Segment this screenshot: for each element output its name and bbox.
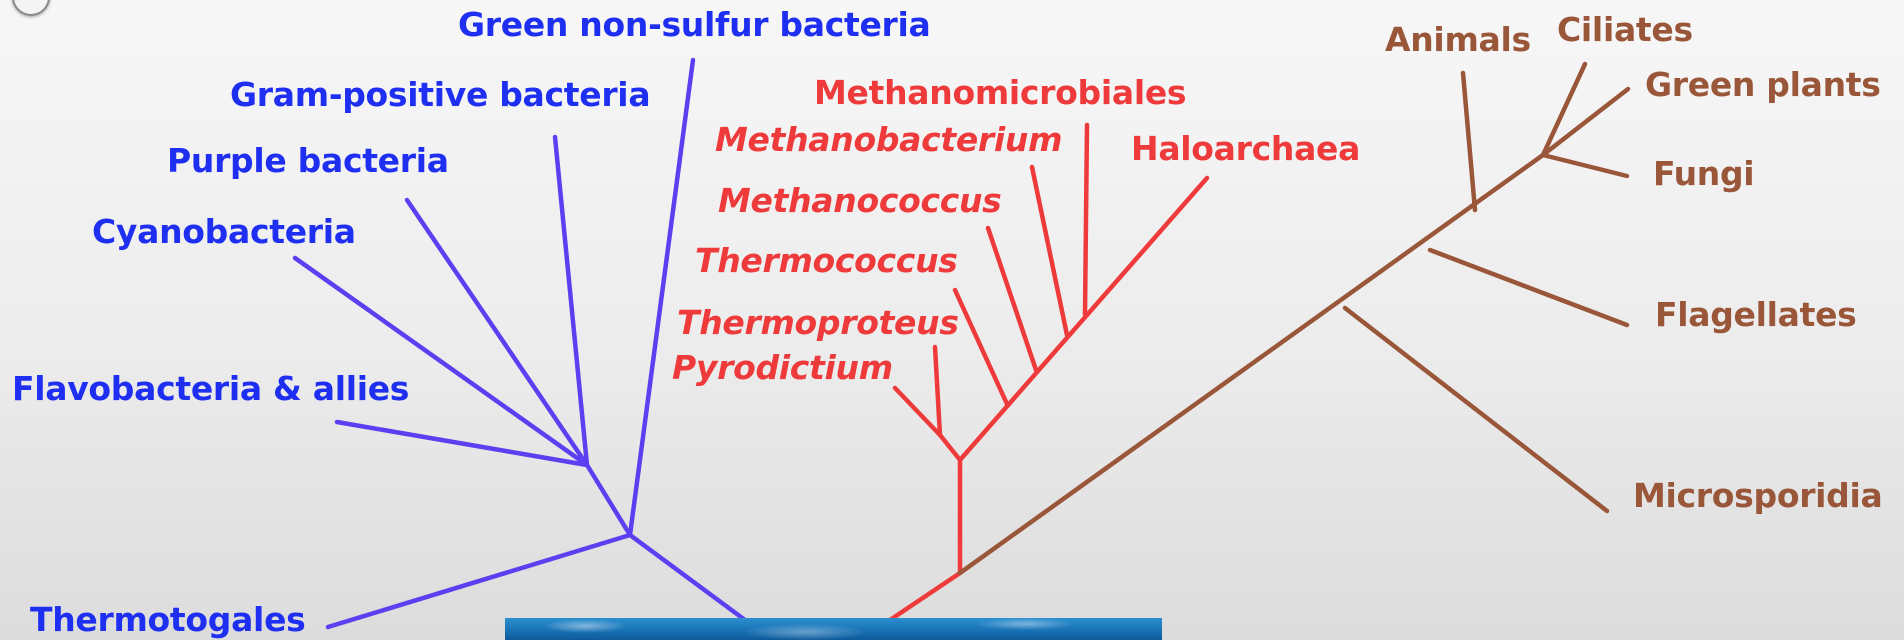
- branch-thermoproteus: [935, 347, 940, 435]
- branch-cyanobacteria: [295, 258, 587, 465]
- label-pyrodictium: Pyrodictium: [672, 348, 893, 387]
- label-purple-bacteria: Purple bacteria: [167, 141, 449, 180]
- label-haloarchaea: Haloarchaea: [1131, 129, 1360, 168]
- branch-archaea-backbone: [960, 178, 1207, 460]
- label-thermoproteus: Thermoproteus: [677, 303, 959, 342]
- branch-flagellates: [1430, 250, 1627, 325]
- branch-methanomicrobiales: [1085, 125, 1087, 314]
- branch-fungi: [1543, 155, 1627, 176]
- branch-methanobacterium: [1032, 167, 1067, 335]
- label-flagellates: Flagellates: [1655, 295, 1857, 334]
- branch-bacteria-inner: [587, 465, 630, 535]
- water-image-strip: [505, 618, 1162, 640]
- branch-thermotogales: [328, 535, 630, 627]
- label-thermococcus: Thermococcus: [695, 241, 958, 280]
- branch-green-non-sulfur: [630, 60, 693, 535]
- label-gram-positive-bacteria: Gram-positive bacteria: [230, 75, 650, 114]
- branch-methanococcus: [988, 228, 1036, 370]
- branch-root-to-archaea: [890, 573, 960, 620]
- branch-green-plants: [1543, 89, 1628, 155]
- branch-animals: [1463, 73, 1475, 210]
- branch-eukaryota-stem: [960, 155, 1543, 573]
- branch-gram-positive: [555, 137, 587, 465]
- label-green-plants: Green plants: [1645, 65, 1881, 104]
- branch-purple: [407, 200, 587, 465]
- branch-flavobacteria: [337, 422, 587, 465]
- label-green-non-sulfur-bacteria: Green non-sulfur bacteria: [458, 5, 930, 44]
- branch-pyrodictium: [895, 388, 940, 435]
- branch-thermococcus: [955, 290, 1007, 404]
- label-ciliates: Ciliates: [1557, 10, 1693, 49]
- label-flavobacteria-allies: Flavobacteria & allies: [12, 369, 409, 408]
- label-animals: Animals: [1385, 20, 1531, 59]
- label-fungi: Fungi: [1653, 154, 1754, 193]
- label-methanococcus: Methanococcus: [718, 181, 1002, 220]
- label-microsporidia: Microsporidia: [1633, 476, 1882, 515]
- label-thermotogales: Thermotogales: [30, 600, 306, 639]
- label-cyanobacteria: Cyanobacteria: [92, 212, 356, 251]
- branch-microsporidia: [1345, 308, 1607, 511]
- label-methanobacterium: Methanobacterium: [715, 120, 1062, 159]
- branch-bacteria-trunk: [630, 535, 745, 620]
- label-methanomicrobiales: Methanomicrobiales: [814, 73, 1186, 112]
- branch-archaea-sub: [940, 435, 960, 460]
